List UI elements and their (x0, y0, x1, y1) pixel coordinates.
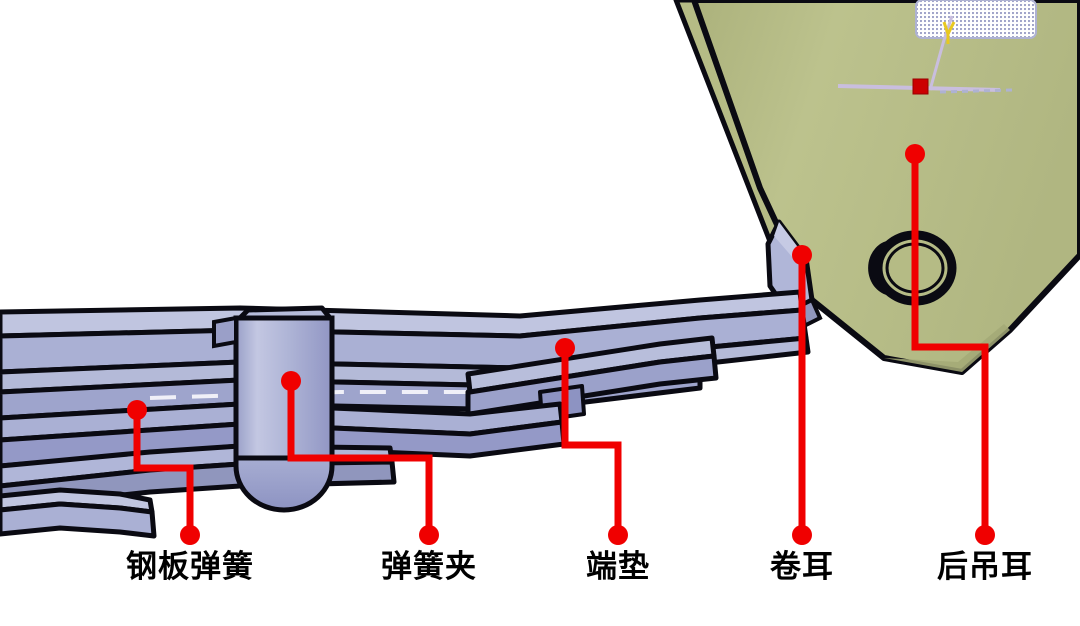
leader-line-spring-clip (287, 381, 433, 535)
construction-line-diagonal (928, 15, 954, 91)
leaf-5-front-face (0, 501, 157, 539)
anchor-dot-spring-eye (792, 245, 812, 265)
callout-label-rear-shackle: 后吊耳 (937, 549, 1033, 584)
callout-label-spring-eye: 卷耳 (770, 549, 834, 584)
mate-marker-square[interactable] (912, 78, 929, 95)
callout-label-spring-clip: 弹簧夹 (381, 549, 477, 584)
leader-line-end-pad (561, 348, 622, 535)
label-dot-rear-shackle (975, 525, 995, 545)
callout-label-end-pad: 端垫 (586, 549, 650, 584)
construction-line-dashed (939, 88, 1013, 94)
shackle-bevel-shading (884, 324, 1010, 372)
callout-dots (127, 144, 995, 545)
anchor-dot-end-pad (555, 338, 575, 358)
label-dot-spring-clip (419, 525, 439, 545)
shackle-pin-hole (868, 230, 957, 306)
label-dot-leaf-spring (180, 525, 200, 545)
anchor-dot-leaf-spring (127, 400, 147, 420)
callout-label-leaf-spring: 钢板弹簧 (126, 549, 254, 584)
leader-line-leaf-spring (133, 410, 194, 535)
anchor-dot-spring-clip (281, 371, 301, 391)
leader-line-rear-shackle (911, 154, 989, 535)
label-dot-spring-eye (792, 525, 812, 545)
leaf-5-tip (0, 487, 157, 539)
axis-triad-icon (942, 21, 956, 44)
spring-clip-lug (212, 315, 238, 349)
label-dot-end-pad (608, 525, 628, 545)
anchor-dot-rear-shackle (905, 144, 925, 164)
hatched-reference-face (915, 0, 1037, 39)
cad-construction-overlay (837, 0, 1037, 95)
spring-clip-part (212, 305, 335, 513)
callout-leaders (133, 154, 989, 535)
spring-clip-top-tab (237, 305, 333, 321)
leaf-center-seam (149, 390, 470, 400)
end-pad-part (465, 335, 719, 422)
